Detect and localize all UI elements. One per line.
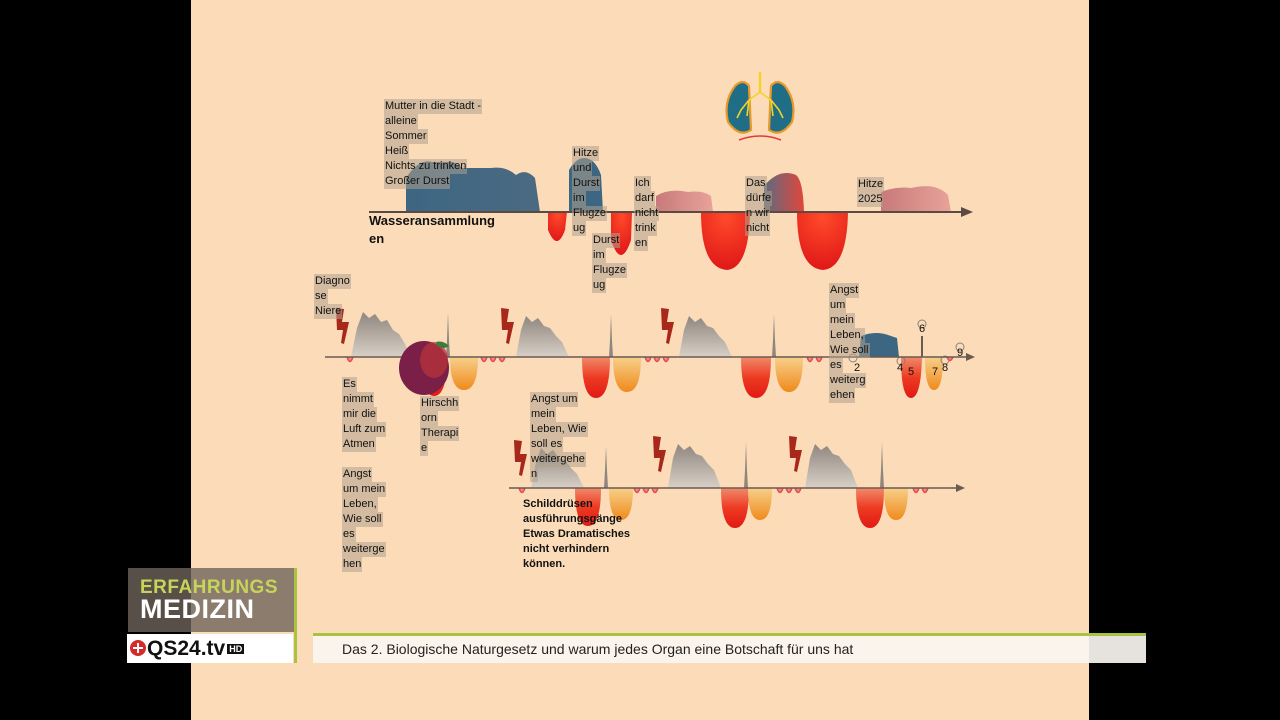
small-dips (346, 356, 506, 363)
healing-valley (548, 212, 567, 241)
transition-hill (656, 190, 713, 212)
phase-number: 2 (854, 362, 861, 374)
biological-law-diagram (325, 72, 975, 528)
phase-number: 9 (957, 347, 964, 359)
lungs-icon (725, 72, 795, 141)
hd-badge: HD (227, 644, 245, 655)
ticker-text: Das 2. Biologische Naturgesetz und warum… (342, 641, 854, 657)
phase-number: 8 (942, 362, 949, 374)
apple-icon (399, 341, 449, 395)
phase-number: 4 (897, 362, 904, 374)
phase-number: 6 (919, 323, 926, 335)
transition-hill (881, 186, 951, 212)
ticker: Das 2. Biologische Naturgesetz und warum… (313, 636, 1146, 663)
bottom-timeline (509, 442, 965, 528)
accent-bar (294, 568, 297, 663)
plus-icon (130, 640, 146, 656)
ticker-accent (313, 633, 1146, 636)
phase-number: 7 (932, 366, 939, 378)
transition-hill (764, 173, 804, 212)
healing-valley (797, 212, 848, 270)
healing-valley (701, 212, 750, 270)
phase-number: 5 (908, 366, 915, 378)
brand-box (128, 568, 295, 632)
brand-line1: ERFAHRUNGS (140, 577, 279, 598)
active-phase-hill (406, 161, 540, 212)
brand-line2: MEDIZIN (140, 594, 255, 624)
